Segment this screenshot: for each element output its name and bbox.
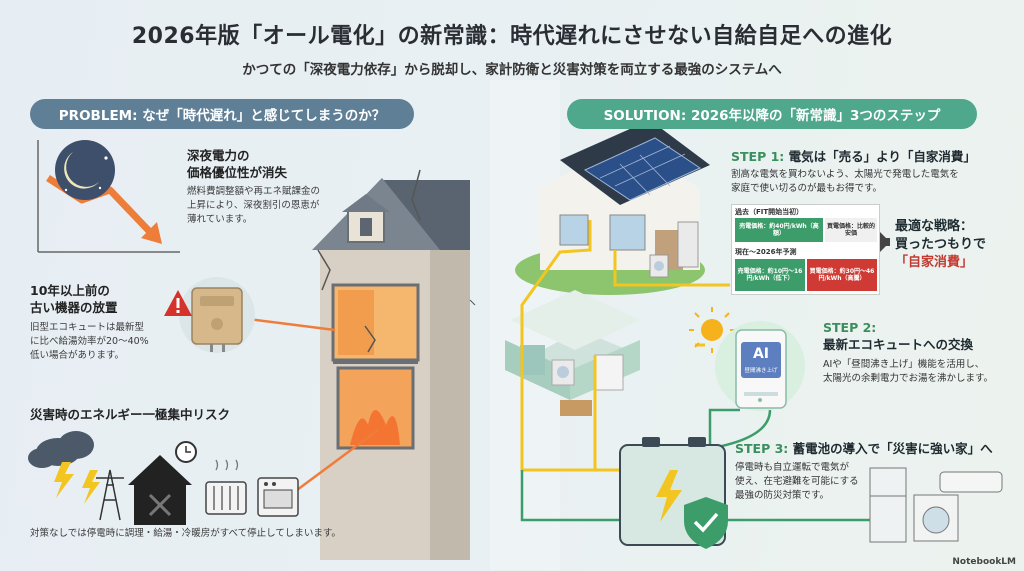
past-buy-cell: 買電価格：比較的安価	[825, 218, 877, 242]
now-label: 現在〜2026年予測	[735, 248, 797, 256]
problem-1-body: 燃料費調整額や再エネ賦課金の 上昇により、深夜割引の恩恵が 薄れています。	[187, 186, 321, 225]
new-ecocute-icon	[715, 321, 805, 411]
problem-header: PROBLEM: なぜ「時代遅れ」と感じてしまうのか？	[30, 99, 414, 129]
connector-line	[239, 316, 336, 332]
old-house-illustration	[312, 169, 476, 560]
clock-icon	[175, 441, 197, 463]
price-comparison-table: 過去（FIT開始当初） 売電価格：約40円/kWh（高額） 買電価格：比較的安価…	[731, 204, 880, 295]
blackout-house-icon	[128, 455, 192, 525]
page-title: 2026年版「オール電化」の新常識：時代遅れにさせない自給自足への進化	[131, 24, 893, 49]
problem-1-title: 深夜電力の 価格優位性が消失	[187, 148, 288, 180]
appliances-illustration	[869, 467, 1003, 543]
power-tower-icon	[96, 469, 124, 521]
ecocute-ai-label: AI	[752, 346, 770, 362]
shield-check-icon	[684, 497, 728, 549]
past-label: 過去（FIT開始当初）	[735, 208, 804, 216]
problem-3-title: 災害時のエネルギー一極集中リスク	[30, 407, 231, 422]
heater-icon	[205, 459, 247, 515]
old-water-heater-icon	[179, 277, 255, 353]
step-1-title: STEP 1: 電気は「売る」より「自家消費」	[731, 149, 976, 164]
step-3-body: 停電時も自立運転で電気が 使え、在宅避難を可能にする 最強の防災対策です。	[735, 462, 859, 501]
sun-icon	[689, 307, 735, 353]
ecocute-mode-label: 昼間沸き上げ	[744, 368, 778, 374]
moon-icon	[55, 140, 115, 200]
storm-cloud-icon	[28, 431, 94, 498]
solution-header: SOLUTION: 2026年以降の「新常識」3つのステップ	[567, 99, 977, 129]
step-1-body: 割高な電気を買わないよう、太陽光で発電した電気を 家庭で使い切るのが最もお得です…	[731, 169, 959, 194]
now-buy-cell: 買電価格：約30円〜46円/kWh（高騰）	[807, 259, 877, 291]
warning-icon	[164, 290, 192, 316]
interior-room-illustration	[505, 290, 640, 416]
step-2-title: STEP 2: 最新エコキュートへの交換	[823, 320, 974, 352]
notebooklm-credit: NotebookLM	[952, 557, 1016, 567]
stove-icon	[257, 477, 299, 517]
past-sell-cell: 売電価格：約40円/kWh（高額）	[735, 218, 823, 242]
page-subtitle: かつての「深夜電力依存」から脱却し、家計防衛と災害対策を両立する最強のシステムへ	[242, 62, 782, 78]
step-3-title: STEP 3: 蓄電池の導入で「災害に強い家」へ	[735, 441, 993, 456]
optimal-strategy: 最適な戦略： 買ったつもりで 「自家消費」	[895, 219, 987, 271]
modern-house-illustration	[515, 120, 710, 295]
now-sell-cell: 売電価格：約10円〜16円/kWh（低下）	[735, 259, 805, 291]
problem-2-body: 旧型エコキュートは最新型 に比べ給湯効率が20〜40% 低い場合があります。	[30, 322, 149, 361]
problem-2-title: 10年以上前の 古い機器の放置	[30, 283, 118, 315]
problem-3-body: 対策なしでは停電時に調理・給湯・冷暖房がすべて停止してしまいます。	[30, 528, 341, 539]
step-2-body: AIや「昼間沸き上げ」機能を活用し、 太陽光の余剰電力でお湯を沸かします。	[823, 359, 994, 384]
